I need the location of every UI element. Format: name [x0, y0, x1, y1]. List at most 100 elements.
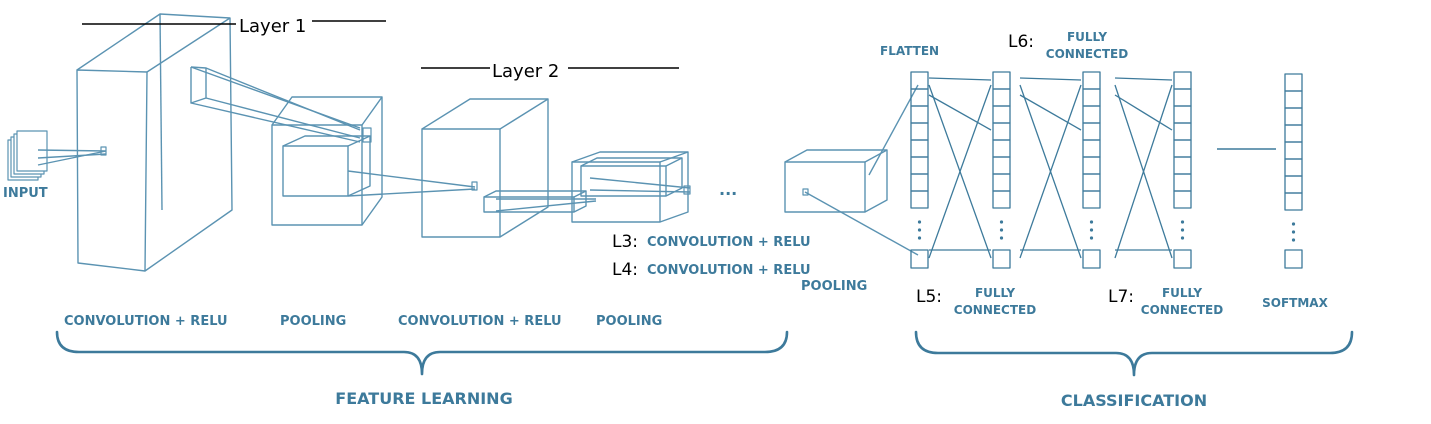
fc6-cell-6 — [1082, 173, 1101, 192]
l4-prefix: L4: — [612, 260, 638, 280]
conv1-ray-2 — [205, 97, 361, 139]
fc5-cell-6 — [992, 173, 1011, 192]
annotation-lines — [82, 20, 679, 69]
diagram-geometry — [7, 13, 1354, 377]
softmax-cell-5 — [1284, 158, 1303, 177]
conv-relu-1-label: CONVOLUTION + RELU — [64, 314, 228, 329]
pooling-right-label: POOLING — [801, 279, 867, 294]
fc5-fc6-a — [1019, 77, 1082, 81]
flatten-dot-2 — [917, 236, 922, 240]
fc6-cell-5 — [1082, 156, 1101, 175]
pool1-edge — [361, 96, 383, 126]
input-image-3 — [16, 130, 48, 172]
softmax-cell-3 — [1284, 124, 1303, 143]
softmax-cell-4 — [1284, 141, 1303, 160]
flatten-fc5-a — [928, 77, 992, 81]
pool1-front — [271, 124, 363, 226]
softmax-cell-0 — [1284, 73, 1303, 92]
fc5-dot-1 — [999, 228, 1004, 232]
pool2-edge — [659, 151, 689, 163]
pooling-1-label: POOLING — [280, 314, 346, 329]
softmax-dot-0 — [1291, 222, 1296, 226]
conv1-target — [362, 127, 372, 143]
fc5-cell-4 — [992, 139, 1011, 158]
flatten-cell-3 — [910, 122, 929, 141]
fc5-last — [992, 249, 1011, 269]
conv2-inner-edge — [573, 190, 587, 198]
softmax-cell-6 — [1284, 175, 1303, 194]
fc7-dot-1 — [1180, 228, 1185, 232]
softmax-dot-1 — [1291, 230, 1296, 234]
fc7-cell-7 — [1173, 190, 1192, 209]
conv2-inner-front — [483, 196, 575, 213]
flatten-label: FLATTEN — [880, 44, 939, 58]
flatten-cell-7 — [910, 190, 929, 209]
fc6-fc7-a — [1114, 77, 1173, 81]
fc5-dot-2 — [999, 236, 1004, 240]
l7-label-line2: CONNECTED — [1141, 303, 1223, 317]
pool1-ray-2 — [347, 188, 476, 197]
softmax-dot-2 — [1291, 238, 1296, 242]
fc5-fc6-e — [1019, 94, 1082, 131]
flatten-last — [910, 249, 929, 269]
conv2-ray-2 — [495, 200, 597, 212]
pool2-ray-1 — [589, 177, 691, 189]
pool1-inner-front — [282, 145, 349, 197]
fc5-cell-7 — [992, 190, 1011, 209]
fc6-cell-7 — [1082, 190, 1101, 209]
softmax-cell-1 — [1284, 90, 1303, 109]
fc6-fc7-e — [1114, 94, 1173, 131]
fc5-cell-3 — [992, 122, 1011, 141]
fc5-cell-5 — [992, 156, 1011, 175]
ellipsis-label: ... — [719, 180, 737, 199]
fc7-cell-5 — [1173, 156, 1192, 175]
conv2-edge — [499, 98, 549, 130]
l5-label-line1: FULLY — [975, 286, 1015, 300]
flatten-cell-4 — [910, 139, 929, 158]
fc7-cell-4 — [1173, 139, 1192, 158]
l5-prefix: L5: — [916, 287, 942, 307]
pool3-back — [784, 149, 888, 213]
layer2-label: Layer 2 — [492, 61, 559, 82]
fc7-cell-0 — [1173, 71, 1192, 90]
flatten-dot-1 — [917, 228, 922, 232]
pool3-front — [784, 161, 866, 213]
l3-prefix: L3: — [612, 232, 638, 252]
flatten-cell-2 — [910, 105, 929, 124]
pool3-edge — [864, 149, 888, 163]
pool2-inner-front — [580, 165, 667, 197]
l3-label: CONVOLUTION + RELU — [647, 235, 811, 250]
pool2-kernel — [683, 185, 691, 195]
fc7-dot-2 — [1180, 236, 1185, 240]
softmax-cell-7 — [1284, 192, 1303, 211]
fc6-cell-4 — [1082, 139, 1101, 158]
flatten-cell-5 — [910, 156, 929, 175]
input-ray-1 — [37, 149, 107, 152]
fc7-dot-0 — [1180, 220, 1185, 224]
conv2-back — [421, 98, 549, 238]
layer1-label: Layer 1 — [239, 16, 306, 37]
flatten-fc5-e — [928, 94, 992, 131]
conv1-back — [76, 13, 233, 272]
l7-prefix: L7: — [1108, 287, 1134, 307]
fc5-cell-1 — [992, 88, 1011, 107]
l7-label-line1: FULLY — [1162, 286, 1202, 300]
fc6-dot-2 — [1089, 236, 1094, 240]
flatten-cell-0 — [910, 71, 929, 90]
fc7-cell-3 — [1173, 122, 1192, 141]
pooling-2-label: POOLING — [596, 314, 662, 329]
fc5-cell-2 — [992, 105, 1011, 124]
pool3-ray-1 — [804, 191, 919, 256]
conv1-front — [76, 69, 148, 272]
fc7-cell-6 — [1173, 173, 1192, 192]
fc6-cell-1 — [1082, 88, 1101, 107]
fc7-cell-1 — [1173, 88, 1192, 107]
fc6-fc7-c — [1114, 84, 1173, 259]
fc5-fc6-c — [1019, 84, 1082, 259]
feature-learning-label: FEATURE LEARNING — [335, 389, 512, 408]
fc6-dot-0 — [1089, 220, 1094, 224]
flatten-cell-1 — [910, 88, 929, 107]
feature-learning-brace — [55, 330, 789, 376]
pool2-inner-edge — [665, 157, 683, 167]
